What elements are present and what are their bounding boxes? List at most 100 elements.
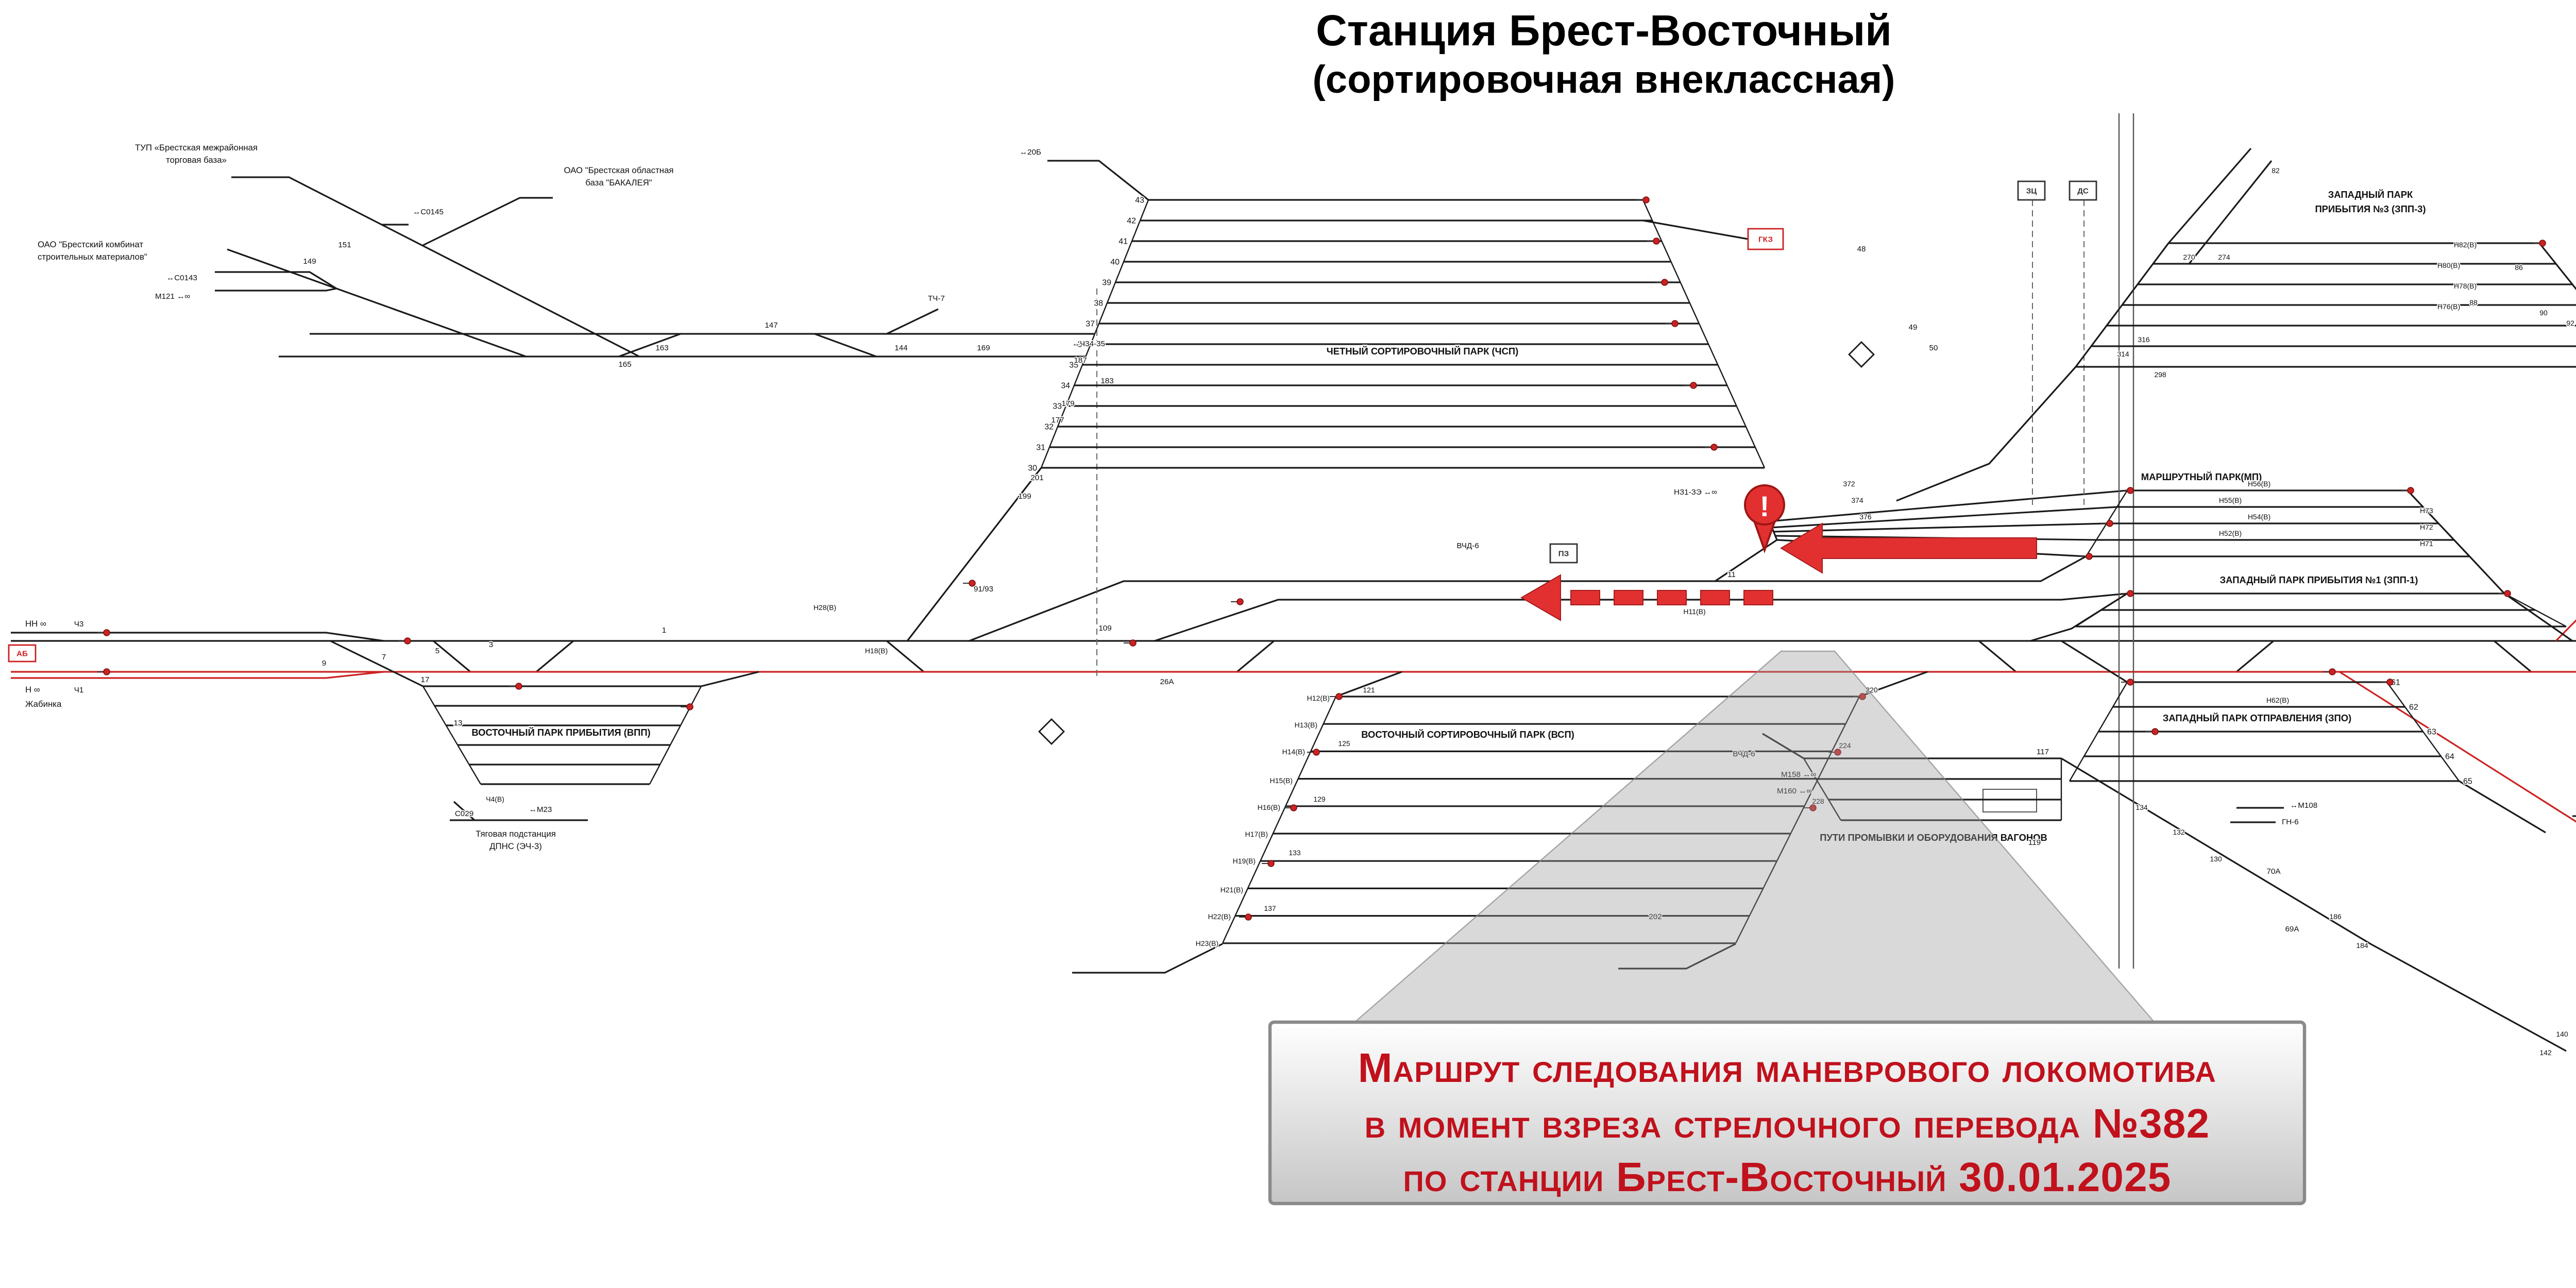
marker-box: ДС — [2069, 180, 2097, 201]
diagram-label: Ч4(В) — [486, 795, 504, 803]
diagram-label: 220 — [1866, 686, 1878, 694]
park-label: ВОСТОЧНЫЙ ПАРК ПРИБЫТИЯ (ВПП) — [471, 727, 650, 738]
signal-icon — [1655, 279, 1668, 286]
track-number: 30 — [1028, 464, 1037, 473]
diagram-label: 179 — [1061, 399, 1074, 408]
station-subtitle: (сортировочная внеклассная) — [1313, 58, 1895, 101]
marker-box: ПЗ — [1549, 543, 1578, 564]
marker-box-frame — [2017, 180, 2046, 201]
diagram-label: 125 — [1338, 739, 1350, 748]
signal-icon — [2381, 679, 2394, 686]
diagram-label: Н19(В) — [1233, 857, 1256, 865]
diagram-label: Н14(В) — [1282, 748, 1305, 756]
park-vsp: ВОСТОЧНЫЙ СОРТИРОВОЧНЫЙ ПАРК (ВСП) — [1222, 696, 1860, 944]
diagram-label: 90 — [2539, 309, 2548, 317]
diagram-label: 69А — [2285, 925, 2299, 934]
diagram-label: Н80(В) — [2437, 261, 2460, 269]
diagram-label: Н73 — [2420, 506, 2433, 515]
park-ladder — [2386, 682, 2460, 782]
diagram-label: М121 ↔∞ — [155, 292, 190, 301]
diagram-label: 184 — [2356, 941, 2368, 950]
diagram-label: Н55(В) — [2219, 496, 2242, 504]
diagram-label: 11 — [1727, 570, 1736, 579]
diagram-label: 201 — [1030, 473, 1043, 482]
diagram-label: 119 — [2028, 838, 2041, 847]
vpp-connectors — [330, 640, 759, 821]
diagram-label: ТЧ-7 — [928, 294, 945, 303]
signal-icon — [1284, 804, 1297, 811]
wash-connectors — [1762, 733, 2576, 1052]
signal-icon — [97, 668, 110, 675]
diagram-label: 183 — [1100, 377, 1113, 385]
park-ladder — [1735, 696, 1860, 944]
diagram-label: Жабинка — [25, 699, 62, 709]
signal-icon — [2080, 553, 2093, 560]
wash-building-outline — [1982, 789, 2037, 812]
diagram-label: 50 — [1929, 344, 1938, 352]
signal-icon — [1647, 238, 1660, 245]
park-ladder — [1040, 199, 1149, 468]
marker-box-frame — [1747, 228, 1784, 250]
park-label: ЗАПАДНЫЙ ПАРК ПРИБЫТИЯ №1 (ЗПП-1) — [2220, 574, 2418, 585]
diagram-label: ВЧД-6 — [1733, 750, 1755, 758]
diagram-label: 133 — [1289, 849, 1301, 857]
alert-pin-glyph: ! — [1760, 490, 1770, 522]
diagram-label: 7 — [382, 653, 386, 662]
marker-box-label: ДС — [2077, 187, 2089, 196]
station-title: Станция Брест-Восточный — [1316, 6, 1892, 55]
diagram-label: Н ∞ — [25, 685, 40, 694]
diagram-label: 86 — [2515, 263, 2523, 272]
signal-icon — [2323, 668, 2336, 675]
signal-icon — [681, 703, 693, 710]
track-number: 34 — [1061, 382, 1070, 391]
diagram-label: Н18(В) — [865, 647, 888, 655]
diagram-label: Н54(В) — [2248, 513, 2270, 521]
park-label: ЧЕТНЫЙ СОРТИРОВОЧНЫЙ ПАРК (ЧСП) — [1327, 346, 1518, 357]
diagram-label: Н71 — [2420, 539, 2433, 548]
diagram-label: ОАО "Брестская областная — [564, 165, 673, 175]
park-ladder — [2407, 490, 2470, 557]
signal-icon — [1637, 196, 1650, 204]
diagram-label: 130 — [2210, 855, 2222, 863]
diagram-label: 121 — [1363, 686, 1375, 694]
park-mp: МАРШРУТНЫЙ ПАРК(МП) — [2085, 470, 2470, 557]
diagram-label: ↔Ч34-35 — [1072, 340, 1105, 348]
diagram-label: Н21(В) — [1221, 886, 1243, 894]
track-number: 40 — [1110, 258, 1120, 267]
route-arrow-solid — [1780, 522, 2037, 574]
diagram-label: Н16(В) — [1258, 803, 1280, 811]
title-block: Станция Брест-Восточный (сортировочная в… — [1313, 6, 1895, 101]
diagram-label: 132 — [2173, 828, 2185, 836]
diagram-label: база "БАКАЛЕЯ" — [585, 178, 652, 188]
track-number: 41 — [1118, 238, 1128, 246]
diagram-label: 88 — [2469, 298, 2478, 307]
diagram-label: строительных материалов" — [38, 252, 147, 262]
main-line-even-electrified — [11, 671, 2576, 679]
overpass-bridge — [2118, 113, 2134, 969]
diagram-label: Н28(В) — [814, 603, 836, 612]
diagram-label: Н12(В) — [1307, 694, 1330, 702]
signal-icon — [1124, 639, 1137, 647]
diagram-label: Н15(В) — [1270, 776, 1293, 785]
diagram-label: 376 — [1859, 513, 1872, 521]
diagram-label: 117 — [2037, 748, 2049, 756]
diagram-label: ДПНС (ЭЧ-3) — [489, 841, 542, 851]
diagram-label: ↔М108 — [2290, 801, 2317, 810]
diagram-label: 129 — [1313, 795, 1326, 803]
signal-icon — [97, 629, 110, 636]
park-vpp: ВОСТОЧНЫЙ ПАРК ПРИБЫТИЯ (ВПП) — [422, 685, 702, 785]
park-ladder — [1803, 758, 1842, 821]
diagram-label: НЗ1-ЗЭ ↔∞ — [1674, 488, 1717, 497]
branch-industrial-northwest — [215, 176, 1095, 358]
track-number: 32 — [1044, 423, 1054, 432]
signal-icon — [1307, 749, 1320, 756]
track-number: 43 — [1135, 196, 1144, 205]
callout-box-frame — [1268, 1020, 2307, 1206]
diagram-label: 199 — [1018, 492, 1031, 501]
chsp-connectors — [906, 160, 1778, 641]
diagram-label: 165 — [618, 360, 631, 369]
diagram-label: ↔20Б — [1020, 148, 1041, 157]
